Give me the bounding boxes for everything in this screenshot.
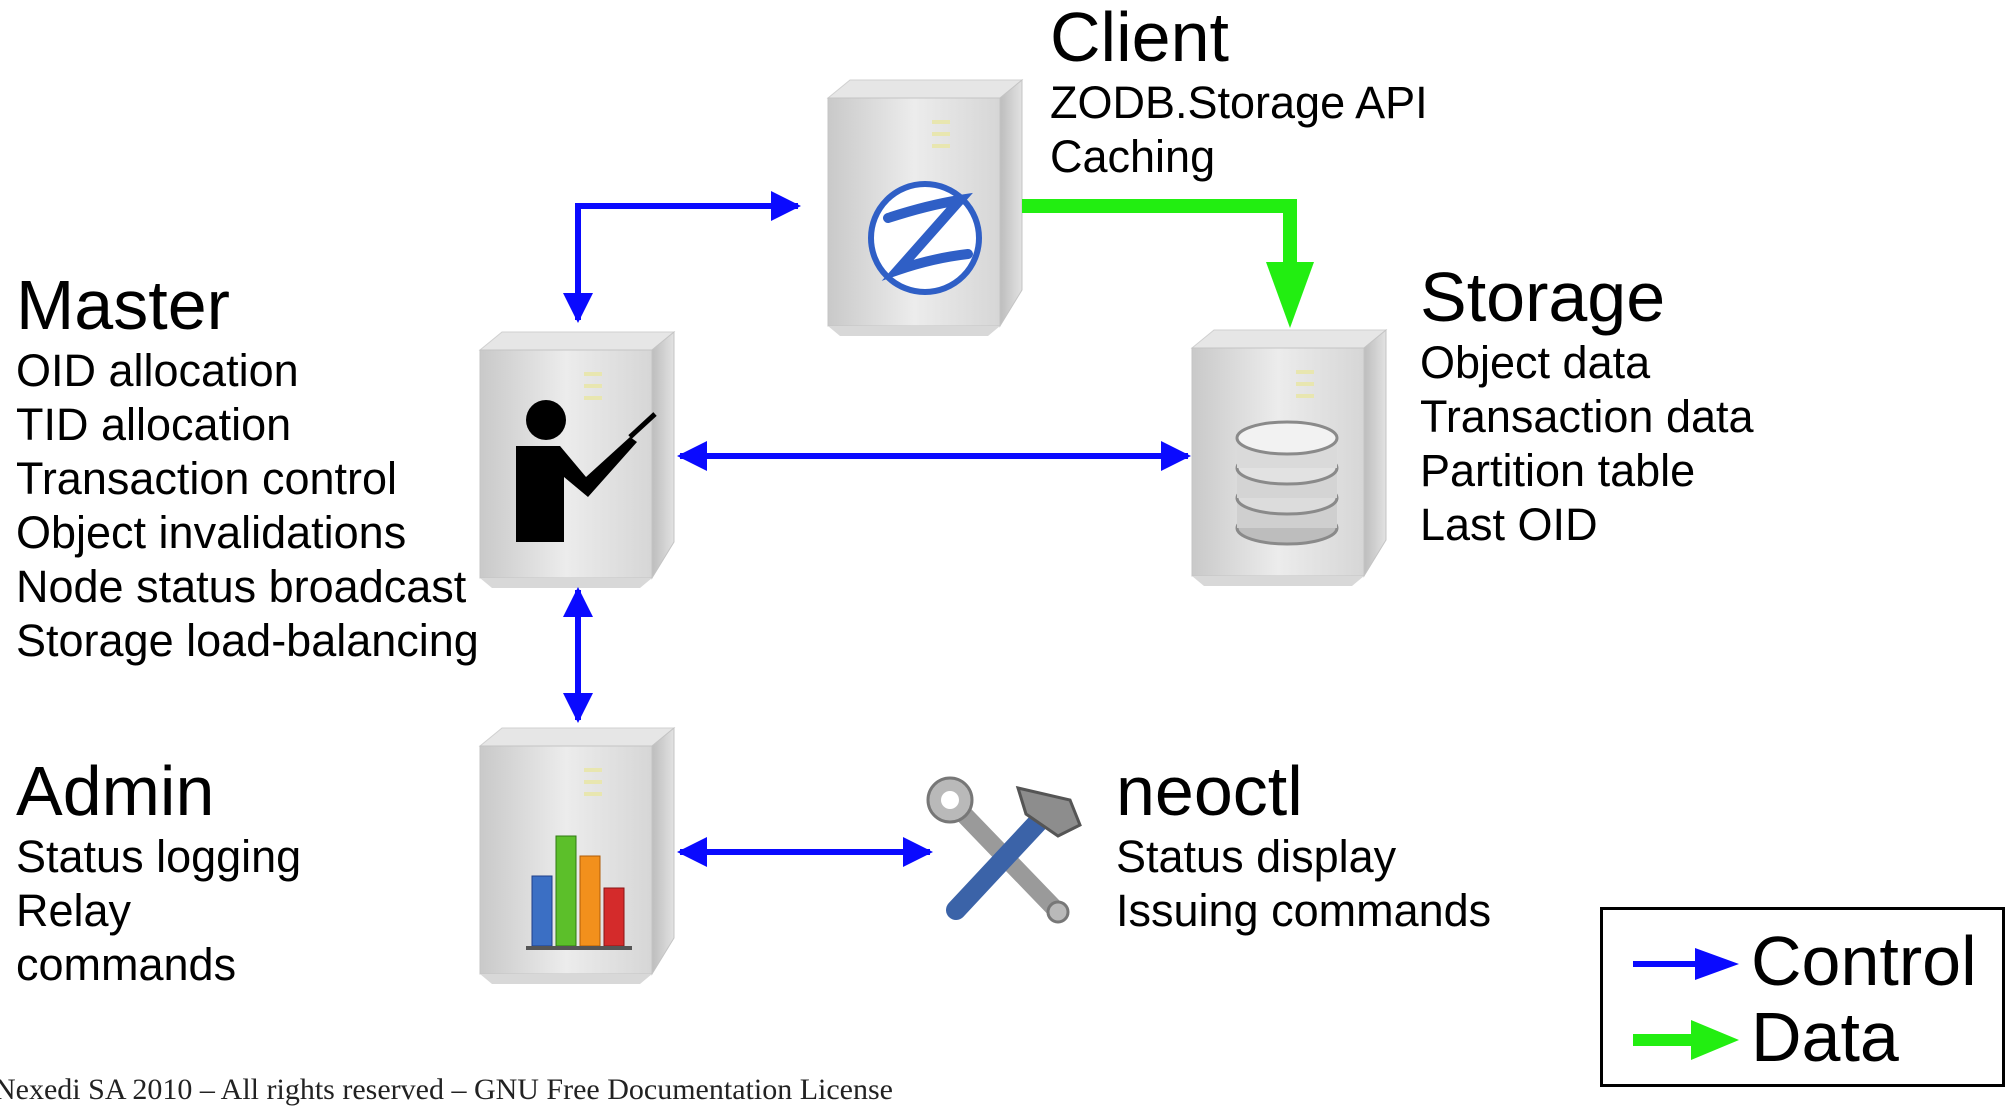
client-title: Client (1050, 0, 1229, 76)
neoctl-line-2: Issuing commands (1116, 884, 1492, 936)
legend-data-row: Data (1603, 1002, 2002, 1072)
neoctl-line-1: Status display (1116, 830, 1397, 882)
footer-copyright: Nexedi SA 2010 – All rights reserved – G… (0, 1073, 893, 1106)
zope-z-icon (868, 181, 982, 295)
bar-chart-icon (526, 835, 632, 950)
storage-line-4: Last OID (1420, 498, 1598, 550)
legend-control-label: Control (1751, 922, 1977, 1000)
master-line-2: TID allocation (16, 398, 292, 450)
master-title: Master (16, 266, 230, 344)
data-arrow-icon (1633, 1020, 1739, 1060)
master-server (479, 331, 675, 589)
storage-line-1: Object data (1420, 336, 1651, 388)
data-arrow-client-storage (1022, 199, 1314, 328)
legend-control-row: Control (1603, 926, 2002, 996)
admin-line-3: commands (16, 938, 237, 990)
client-server (827, 79, 1023, 337)
storage-title: Storage (1420, 258, 1666, 336)
admin-label-block: Admin Status logging Relay commands (16, 752, 302, 992)
client-line-1: ZODB.Storage API (1050, 76, 1428, 128)
storage-label-block: Storage Object data Transaction data Par… (1420, 258, 1754, 552)
admin-line-2: Relay (16, 884, 132, 936)
legend-data-label: Data (1751, 998, 1899, 1076)
teacher-icon (516, 400, 657, 542)
master-line-4: Object invalidations (16, 506, 407, 558)
legend: Control Data (1600, 907, 2005, 1087)
client-label-block: Client ZODB.Storage API Caching (1050, 0, 1428, 184)
neoctl-title: neoctl (1116, 752, 1303, 830)
master-line-3: Transaction control (16, 452, 398, 504)
master-label-block: Master OID allocation TID allocation Tra… (16, 266, 479, 668)
control-arrow-icon (1633, 948, 1739, 980)
admin-line-1: Status logging (16, 830, 302, 882)
control-arrow-master-client (563, 191, 801, 323)
neoctl-label-block: neoctl Status display Issuing commands (1116, 752, 1492, 938)
master-line-1: OID allocation (16, 344, 299, 396)
storage-server (1191, 329, 1387, 587)
admin-title: Admin (16, 752, 215, 830)
storage-line-2: Transaction data (1420, 390, 1754, 442)
tools-icon (926, 776, 1082, 924)
storage-line-3: Partition table (1420, 444, 1696, 496)
master-line-5: Node status broadcast (16, 560, 467, 612)
admin-server (479, 727, 675, 985)
client-line-2: Caching (1050, 130, 1216, 182)
database-icon (1235, 420, 1339, 546)
master-line-6: Storage load-balancing (16, 614, 479, 666)
